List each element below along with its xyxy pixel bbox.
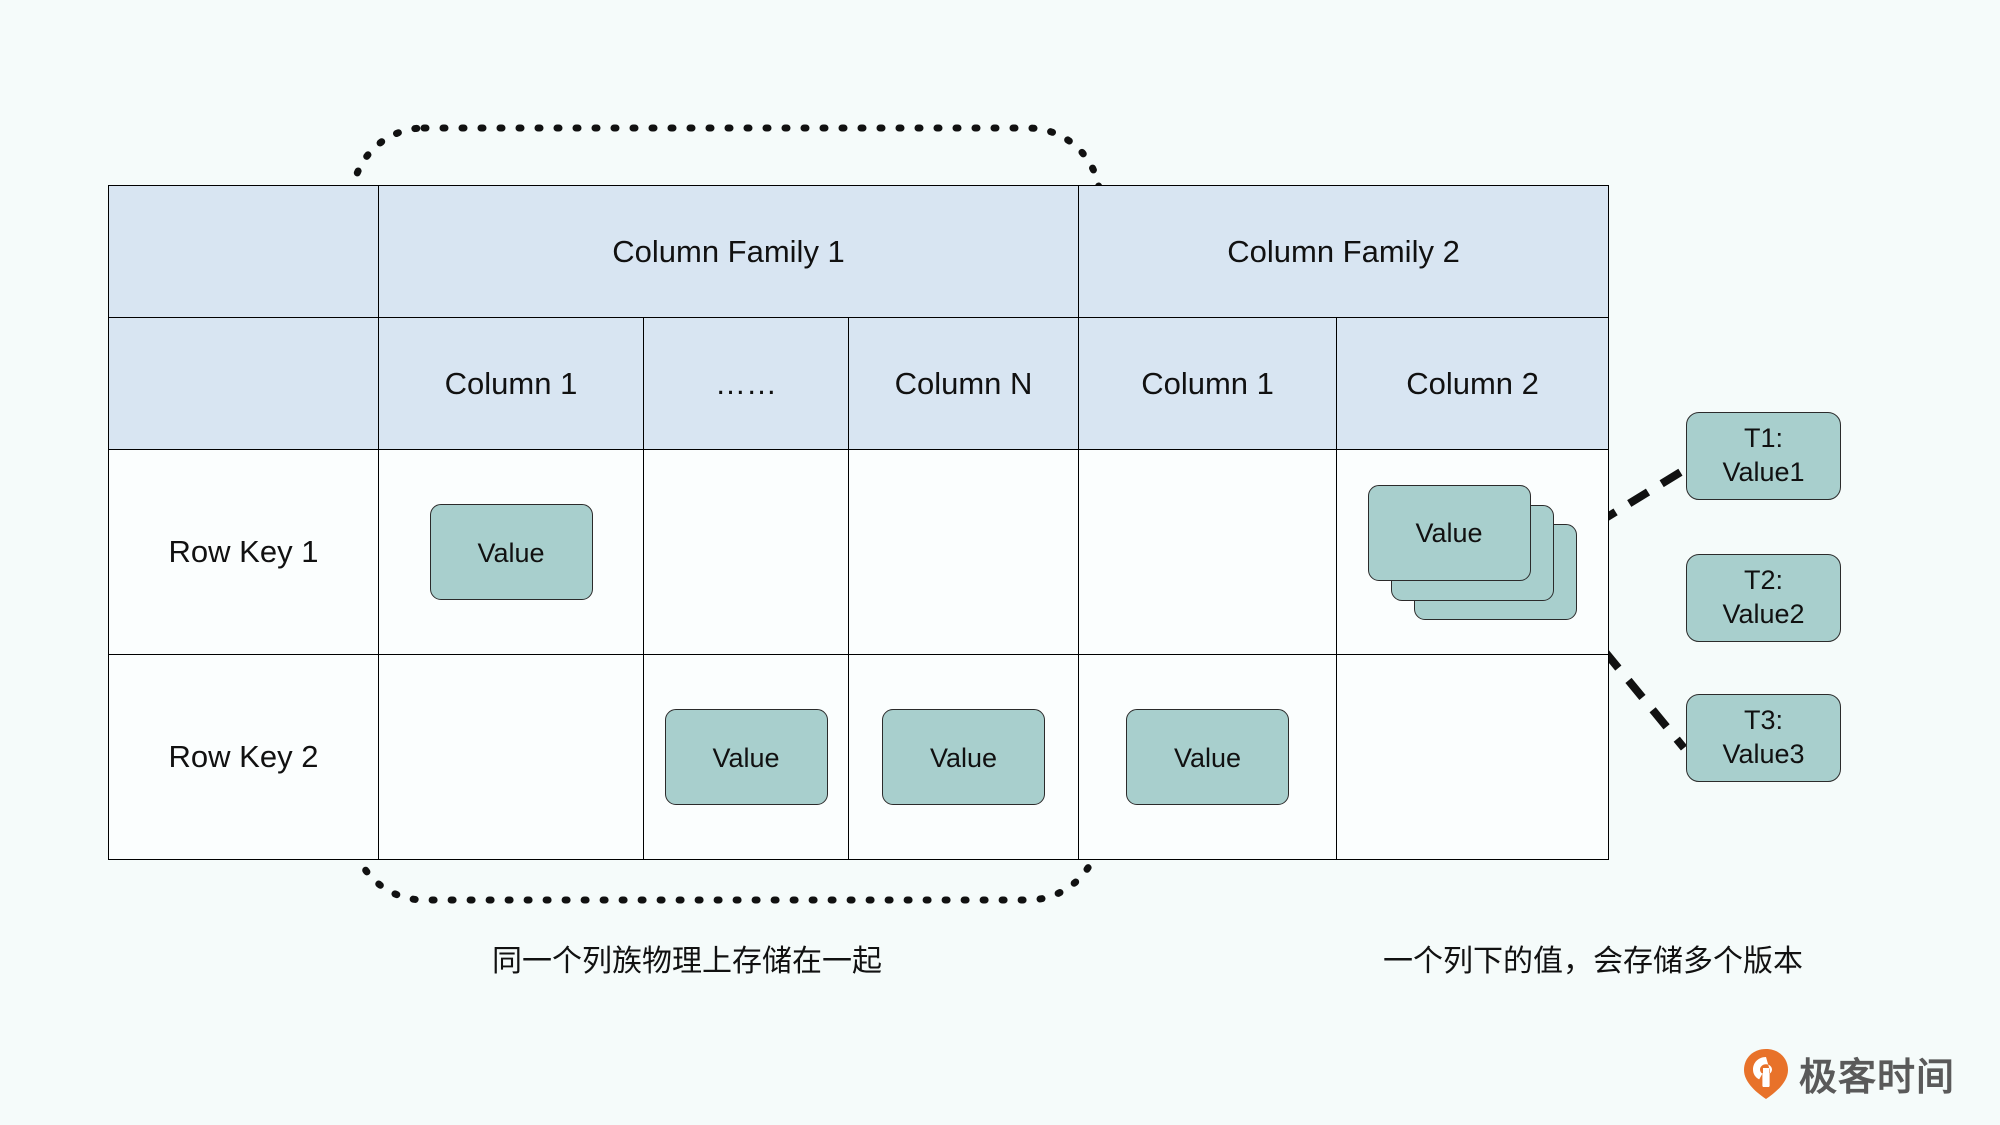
- value-chip: Value: [429, 504, 593, 600]
- cell-rk1-cf1-ellipsis: [643, 449, 849, 655]
- geekbang-logo: 极客时间: [1742, 1046, 1955, 1101]
- value-chip: Value: [882, 709, 1046, 805]
- version-chip-t2: T2: Value2: [1686, 554, 1841, 642]
- value-chip: Value: [664, 709, 828, 805]
- row-key-2-label: Row Key 2: [108, 654, 379, 860]
- version-value: Value1: [1722, 457, 1805, 487]
- cell-rk2-cf1-coln: Value: [847, 654, 1080, 860]
- column-header-cf2-col2: Column 2: [1336, 317, 1610, 450]
- value-chip-stack: Value: [1367, 484, 1578, 620]
- cell-rk1-cf1-col1: Value: [378, 449, 644, 655]
- cell-rk2-cf2-col1: Value: [1078, 654, 1338, 860]
- version-chip-t3: T3: Value3: [1686, 694, 1841, 782]
- geekbang-logo-icon: [1742, 1048, 1790, 1100]
- cell-rk1-cf1-coln: [847, 449, 1080, 655]
- version-timestamp: T1:: [1743, 423, 1783, 454]
- table-row-column-families: Column Family 1 Column Family 2: [108, 185, 1610, 318]
- column-header-cf1-col1: Column 1: [378, 317, 644, 450]
- version-timestamp: T3:: [1743, 705, 1783, 736]
- caption-multi-version: 一个列下的值，会存储多个版本: [1383, 944, 1803, 979]
- hbase-table: Column Family 1 Column Family 2 Column 1…: [108, 185, 1610, 860]
- column-family-1-header: Column Family 1: [377, 185, 1080, 318]
- table-corner-cell: [108, 185, 379, 318]
- version-value: Value3: [1722, 739, 1805, 769]
- cell-rk1-cf2-col1: [1078, 449, 1338, 655]
- column-header-cf1-coln: Column N: [847, 317, 1080, 450]
- column-family-2-header: Column Family 2: [1078, 185, 1610, 318]
- cell-rk1-cf2-col2: Value: [1336, 449, 1610, 655]
- table-row: Row Key 1 Value Value: [108, 449, 1610, 655]
- column-header-blank: [108, 317, 379, 450]
- table-row-columns: Column 1 …… Column N Column 1 Column 2: [108, 317, 1610, 450]
- cell-rk2-cf1-col1: [378, 654, 644, 860]
- value-chip-version-1: Value: [1367, 484, 1531, 581]
- geekbang-logo-text: 极客时间: [1799, 1055, 1956, 1099]
- cell-rk2-cf2-col2: [1336, 654, 1610, 860]
- table-row: Row Key 2 Value Value Value: [108, 654, 1610, 860]
- value-chip: Value: [1126, 709, 1290, 805]
- version-timestamp: T2:: [1743, 565, 1783, 596]
- caption-column-family-storage: 同一个列族物理上存储在一起: [492, 944, 882, 979]
- row-key-1-label: Row Key 1: [108, 449, 379, 655]
- version-chip-t1: T1: Value1: [1686, 412, 1841, 500]
- column-header-cf1-ellipsis: ……: [643, 317, 849, 450]
- column-header-cf2-col1: Column 1: [1078, 317, 1338, 450]
- cell-rk2-cf1-ellipsis: Value: [643, 654, 849, 860]
- version-value: Value2: [1722, 599, 1805, 629]
